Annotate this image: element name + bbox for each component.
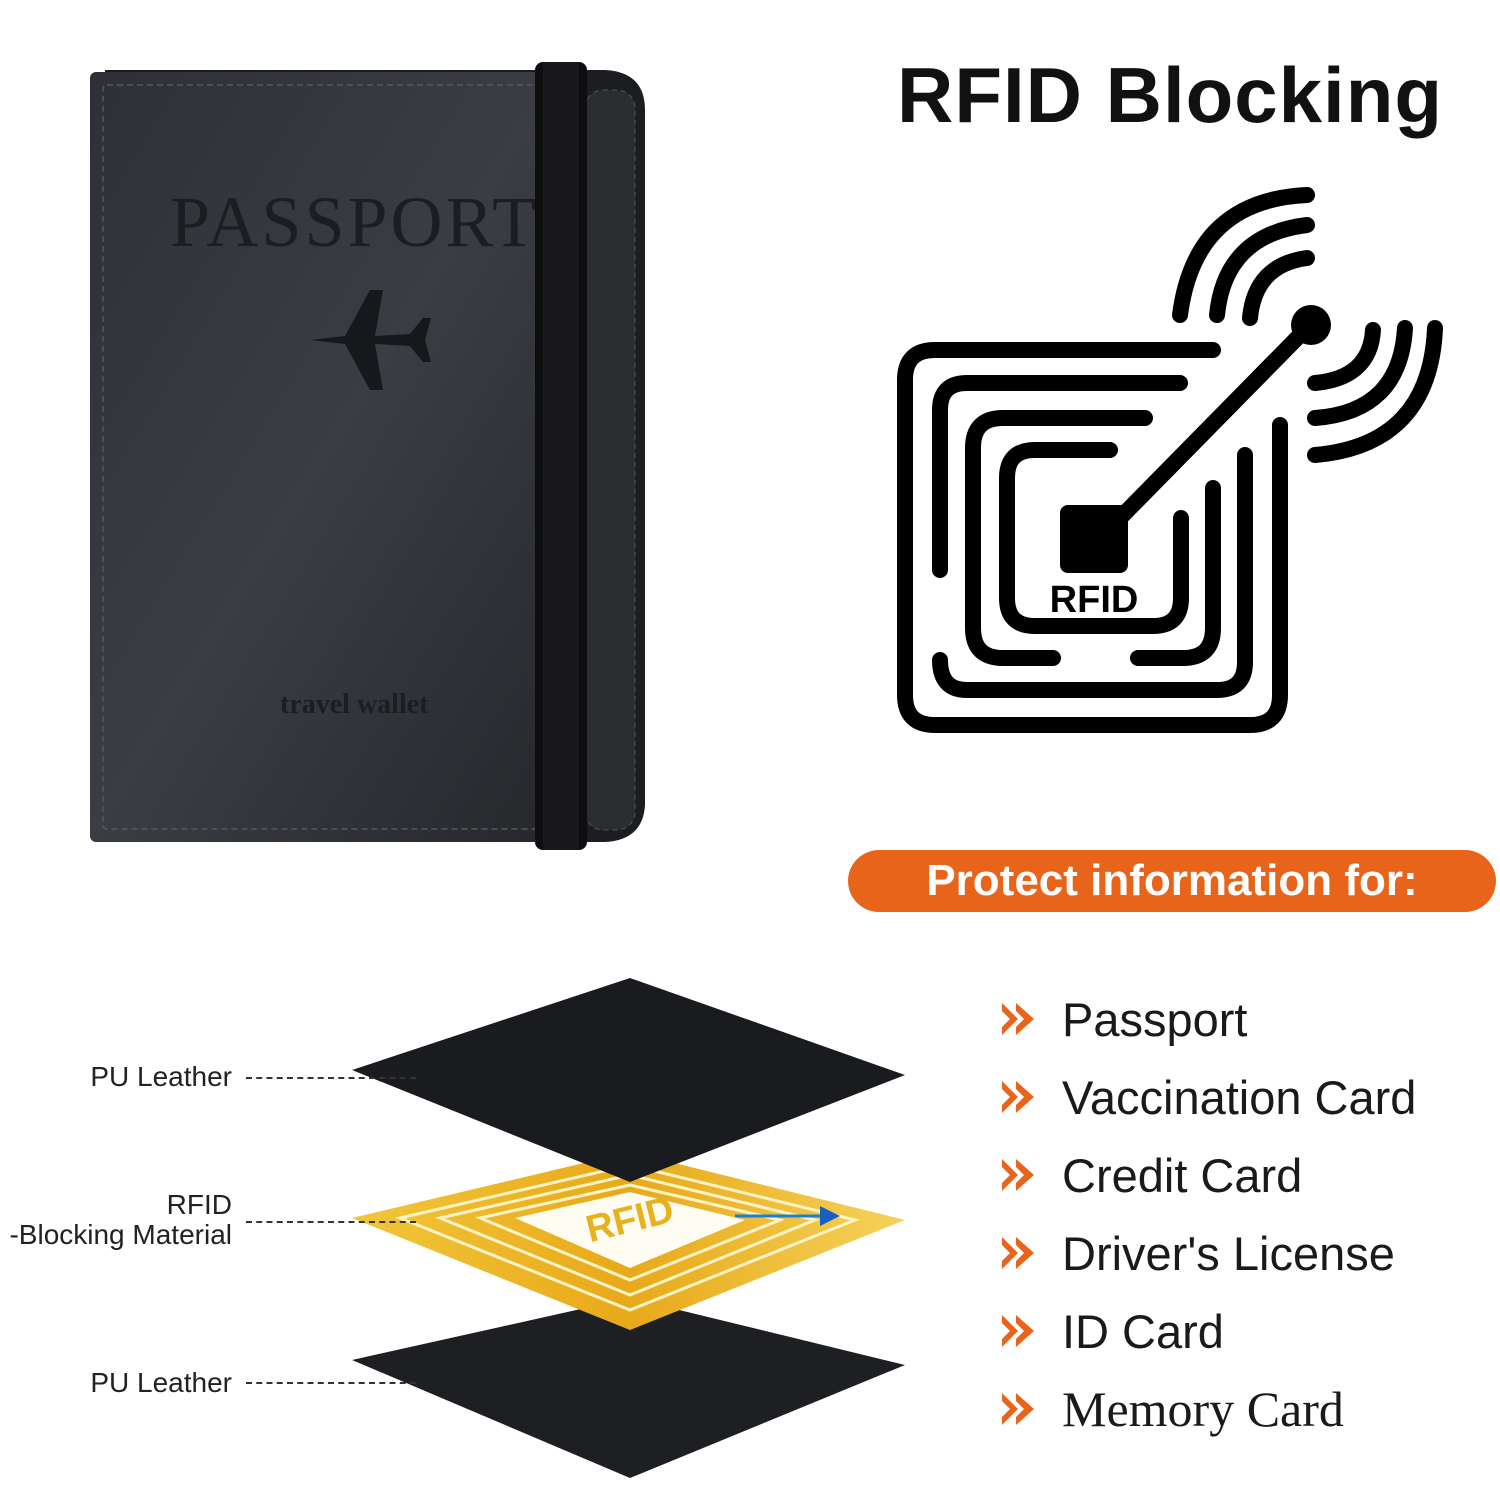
protect-item-label: ID Card [1062,1304,1224,1358]
double-chevron-icon [1002,1237,1034,1269]
bottom-layer-leader [246,1382,416,1384]
double-chevron-icon [1002,1393,1034,1425]
list-item: Memory Card [1000,1370,1480,1448]
top-layer-label: PU Leather [90,1061,232,1092]
top-leather-layer [352,978,905,1182]
protect-banner-text: Protect information for: [926,856,1418,905]
middle-layer-leader [246,1221,416,1223]
layer-stack-image: RFID [352,978,905,1478]
double-chevron-icon [1002,1159,1034,1191]
rfid-blocking-layer: RFID [352,1152,905,1330]
list-item: Passport [1000,980,1480,1058]
double-chevron-icon [1002,1003,1034,1035]
passport-cover-text: PASSPORT [170,182,539,262]
list-item: Credit Card [1000,1136,1480,1214]
rfid-icon-label: RFID [1050,579,1139,621]
middle-layer-label-line2: -Blocking Material [9,1219,232,1250]
double-chevron-icon [1002,1315,1034,1347]
middle-layer-label-line1: RFID [166,1189,232,1220]
protect-item-label: Memory Card [1062,1381,1344,1437]
protect-list: Passport Vaccination Card Credit Card Dr… [1000,980,1480,1448]
list-item: Driver's License [1000,1214,1480,1292]
rfid-signal-icon: RFID [897,187,1443,733]
list-item: Vaccination Card [1000,1058,1480,1136]
passport-wallet-image: PASSPORT travel wallet [90,62,645,850]
page-title: RFID Blocking [896,51,1443,139]
airplane-icon [310,290,431,390]
protect-item-label: Driver's License [1062,1226,1395,1280]
protect-item-label: Passport [1062,992,1248,1046]
protect-item-label: Credit Card [1062,1148,1303,1202]
list-item: ID Card [1000,1292,1480,1370]
top-layer-leader [246,1077,416,1079]
bottom-leather-layer [352,1298,905,1478]
double-chevron-icon [1002,1081,1034,1113]
bottom-layer-label: PU Leather [90,1367,232,1398]
protect-item-label: Vaccination Card [1062,1070,1417,1124]
protect-banner: Protect information for: [848,850,1496,912]
travel-wallet-text: travel wallet [280,689,429,720]
